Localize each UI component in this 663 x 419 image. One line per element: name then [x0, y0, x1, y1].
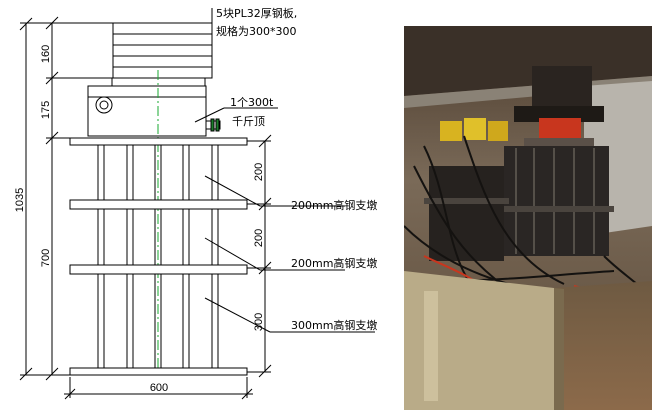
top-plates [532, 66, 592, 106]
plates-label-line2: 规格为300*300 [216, 24, 297, 38]
pier-columns [97, 145, 219, 368]
plates-label-line1: 5块PL32厚钢板, [216, 6, 297, 20]
dim-total-height: 1035 [14, 188, 26, 212]
jack-label-line1: 1个300t [230, 96, 274, 109]
dim-pier2-height: 200 [253, 229, 265, 247]
steel-pier-left [429, 166, 504, 261]
jack-ring-icon [95, 96, 113, 114]
jack-label-line2: 千斤顶 [232, 115, 265, 128]
pier1-label: 200mm高钢支墩 [291, 198, 377, 212]
jack-support-drawing: 5块PL32厚钢板, 规格为300*300 1个300t 千斤顶 200mm高钢… [14, 6, 377, 400]
dim-pier3-height: 300 [253, 313, 265, 331]
dim-piers-height: 700 [40, 249, 52, 267]
jack-leader [194, 107, 225, 123]
pier2-label: 200mm高钢支墩 [291, 256, 377, 270]
dim-width: 600 [150, 382, 168, 394]
steel-pier-right [504, 146, 609, 256]
yellow-jack-1 [440, 121, 462, 141]
concrete-base [404, 271, 554, 410]
pier-leaders [204, 175, 375, 333]
dim-plates-height: 160 [40, 45, 52, 63]
steel-plates-stack [112, 22, 213, 79]
construction-site-photo [404, 26, 652, 410]
yellow-jack-2 [464, 118, 486, 140]
dim-pier1-height: 200 [253, 163, 265, 181]
dim-jack-height: 175 [40, 101, 52, 119]
bottom-dimension [64, 377, 253, 400]
left-dimensions [19, 16, 113, 381]
pier3-label: 300mm高钢支墩 [291, 318, 377, 332]
yellow-jack-3 [488, 121, 508, 141]
jack-handle-icon [205, 118, 221, 132]
right-dimensions [247, 134, 272, 378]
